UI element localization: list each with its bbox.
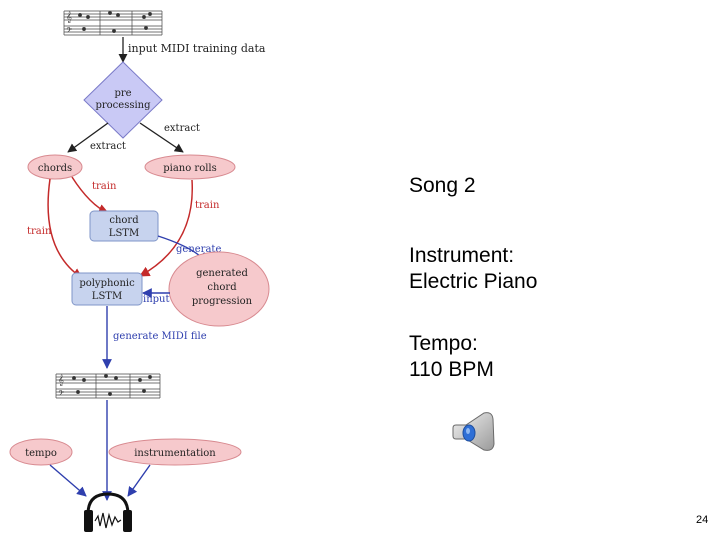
instrumentation-to-headphones-arrow (127, 464, 151, 497)
tempo-label: tempo (25, 448, 57, 459)
generate-label: generate (176, 244, 221, 255)
page-number: 24 (696, 514, 709, 526)
svg-text:𝄢: 𝄢 (58, 389, 64, 399)
instrumentation-node (108, 438, 242, 466)
extract-arrow-right (139, 122, 184, 153)
polyphonic-lstm-label-2: LSTM (92, 291, 122, 302)
chord-lstm-label-1: chord (109, 215, 139, 226)
preprocessing-diamond (83, 61, 163, 139)
song-title: Song 2 (409, 174, 476, 197)
tempo-to-headphones-arrow (49, 464, 87, 497)
train-label-2: train (195, 200, 220, 211)
headphones-icon (84, 492, 132, 532)
chords-label: chords (38, 163, 72, 174)
instrumentation-label: instrumentation (134, 448, 216, 459)
polyphonic-lstm-node (71, 272, 143, 306)
train-label-3: train (27, 226, 52, 237)
sheet-music-bottom: 𝄞 𝄢 (55, 373, 161, 399)
generated-chord-progression-node (168, 251, 270, 327)
extract-arrow-left (67, 122, 109, 153)
polyphonic-lstm-label-1: polyphonic (79, 278, 135, 289)
generate-midi-label: generate MIDI file (113, 331, 207, 342)
sheet-music-top: 𝄞 𝄢 (63, 10, 163, 36)
svg-text:𝄢: 𝄢 (66, 26, 72, 36)
chords-node (27, 154, 83, 180)
piano-rolls-node (144, 154, 236, 180)
tempo-text: Tempo: 110 BPM (409, 332, 494, 381)
extract-label-left: extract (90, 141, 126, 152)
preprocessing-label-1: pre (114, 88, 131, 99)
svg-text:𝄞: 𝄞 (58, 374, 64, 386)
train-arrow-chords-to-poly-lstm (47, 178, 83, 279)
generated-label-3: progression (192, 296, 253, 307)
speaker-icon[interactable] (452, 411, 498, 453)
train-arrow-piano-rolls-to-poly-lstm (139, 179, 193, 277)
extract-label-right: extract (164, 123, 200, 134)
generated-label-1: generated (196, 268, 248, 279)
tempo-node (9, 438, 73, 466)
piano-rolls-label: piano rolls (163, 163, 217, 174)
input-midi-label: input MIDI training data (128, 42, 266, 55)
input-label: input (143, 294, 170, 305)
train-label-1: train (92, 181, 117, 192)
generated-label-2: chord (207, 282, 237, 293)
flow-diagram: 𝄞 𝄢 input MIDI training data pre process… (9, 10, 270, 532)
chord-lstm-node (89, 210, 159, 242)
instrument-text: Instrument: Electric Piano (409, 244, 538, 293)
preprocessing-label-2: processing (95, 100, 151, 111)
chord-lstm-label-2: LSTM (109, 228, 139, 239)
svg-text:𝄞: 𝄞 (66, 11, 72, 23)
